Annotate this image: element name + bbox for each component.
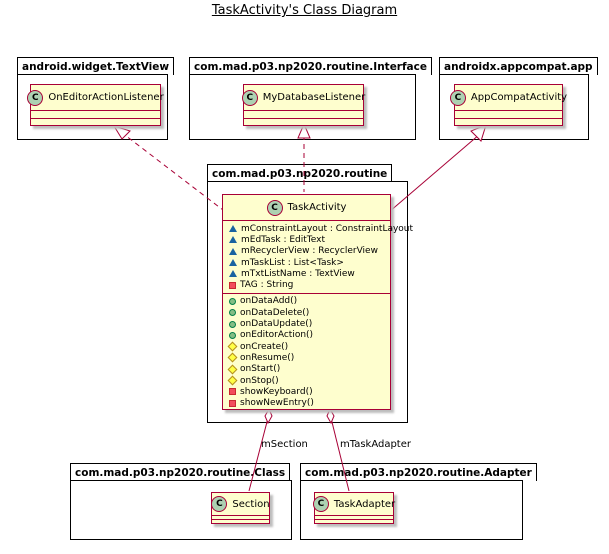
method-row: onDataAdd() bbox=[229, 296, 384, 307]
protected-visibility-icon bbox=[227, 364, 238, 375]
class-name: TaskAdapter bbox=[333, 498, 396, 510]
diagram-title: TaskActivity's Class Diagram bbox=[211, 3, 398, 18]
association-adapter-diamond bbox=[326, 407, 335, 425]
private-visibility-icon bbox=[229, 281, 236, 289]
private-visibility-icon bbox=[229, 399, 236, 407]
class-task-activity: C TaskActivity mConstraintLayout : Const… bbox=[222, 194, 413, 411]
generalization-appCompat bbox=[388, 133, 481, 213]
association-label-adapter: mTaskAdapter bbox=[340, 439, 411, 450]
methods-list: onDataAdd()onDataDelete()onDataUpdate()o… bbox=[223, 294, 390, 411]
public-visibility-icon bbox=[229, 331, 236, 339]
class-name: MyDatabaseListener bbox=[262, 92, 366, 103]
realization-onEditor bbox=[120, 131, 241, 224]
method-row: onDataDelete() bbox=[229, 307, 384, 318]
package-visibility-icon bbox=[229, 270, 237, 278]
association-section-diamond bbox=[264, 407, 273, 425]
class-c-icon: C bbox=[211, 496, 228, 512]
field-row: mRecyclerView : RecyclerView bbox=[229, 246, 384, 257]
package-visibility-icon bbox=[229, 247, 237, 255]
method-row-text: onStop() bbox=[240, 375, 279, 386]
public-visibility-icon bbox=[229, 320, 236, 328]
protected-visibility-icon bbox=[227, 352, 238, 363]
method-row-text: onEditorAction() bbox=[240, 330, 314, 341]
method-row-text: onStart() bbox=[240, 364, 281, 375]
public-visibility-icon bbox=[229, 309, 236, 317]
package-tab-widget: android.widget.TextView bbox=[17, 57, 175, 75]
method-row: showKeyboard() bbox=[229, 386, 384, 397]
association-adapter bbox=[330, 417, 350, 492]
package-visibility-icon bbox=[229, 259, 237, 267]
class-name: OnEditorActionListener bbox=[48, 92, 164, 103]
package-visibility-icon bbox=[229, 236, 237, 244]
method-row: onStart() bbox=[227, 364, 384, 375]
method-row: onCreate() bbox=[227, 341, 384, 352]
field-row-text: mRecyclerView : RecyclerView bbox=[241, 246, 378, 257]
field-row-text: mConstraintLayout : ConstraintLayout bbox=[241, 223, 414, 234]
method-row-text: onCreate() bbox=[240, 341, 289, 352]
field-row: mTxtListName : TextView bbox=[229, 268, 384, 279]
protected-visibility-icon bbox=[227, 341, 238, 352]
field-row-text: mEdTask : EditText bbox=[241, 234, 325, 245]
package-tab-routine: com.mad.p03.np2020.routine bbox=[207, 164, 393, 182]
method-row: onEditorAction() bbox=[229, 330, 384, 341]
class-app-compat-activity: C AppCompatActivity bbox=[449, 84, 567, 126]
package-tab-appcompat: androidx.appcompat.app bbox=[439, 57, 598, 75]
method-row-text: onResume() bbox=[240, 352, 295, 363]
class-task-adapter: C TaskAdapter bbox=[312, 492, 396, 524]
field-row: TAG : String bbox=[229, 279, 384, 290]
class-c-icon: C bbox=[27, 89, 44, 106]
class-c-icon: C bbox=[312, 496, 329, 512]
package-visibility-icon bbox=[229, 225, 237, 233]
realization-onEditor-arrowhead bbox=[112, 125, 131, 140]
association-section bbox=[248, 417, 269, 492]
field-row-text: mTaskList : List<Task> bbox=[241, 257, 344, 268]
class-name: Section bbox=[232, 498, 270, 510]
private-visibility-icon bbox=[229, 388, 236, 396]
class-name: TaskActivity bbox=[287, 202, 347, 213]
method-row-text: showKeyboard() bbox=[240, 386, 313, 397]
package-tab-interface: com.mad.p03.np2020.routine.Interface bbox=[189, 57, 432, 75]
class-on-editor-action-listener: C OnEditorActionListener bbox=[27, 84, 164, 126]
method-row-text: onDataAdd() bbox=[240, 296, 298, 307]
class-c-icon: C bbox=[266, 199, 283, 216]
method-row-text: onDataUpdate() bbox=[240, 319, 313, 330]
method-row-text: showNewEntry() bbox=[240, 398, 314, 409]
method-row-text: onDataDelete() bbox=[240, 307, 310, 318]
field-row-text: TAG : String bbox=[240, 280, 294, 291]
field-row: mConstraintLayout : ConstraintLayout bbox=[229, 223, 413, 234]
package-tab-class: com.mad.p03.np2020.routine.Class bbox=[70, 463, 291, 481]
method-row: showNewEntry() bbox=[229, 397, 384, 408]
method-row: onDataUpdate() bbox=[229, 318, 384, 329]
method-row: onResume() bbox=[227, 352, 384, 363]
class-section: C Section bbox=[211, 492, 270, 524]
class-c-icon: C bbox=[449, 89, 466, 106]
protected-visibility-icon bbox=[227, 375, 238, 386]
package-tab-adapter: com.mad.p03.np2020.routine.Adapter bbox=[300, 463, 537, 481]
association-label-section: mSection bbox=[261, 439, 308, 450]
class-name: AppCompatActivity bbox=[470, 92, 568, 103]
generalization-appCompat-arrowhead bbox=[470, 124, 487, 142]
field-row: mEdTask : EditText bbox=[229, 234, 384, 245]
field-row-text: mTxtListName : TextView bbox=[241, 268, 355, 279]
field-row: mTaskList : List<Task> bbox=[229, 257, 384, 268]
public-visibility-icon bbox=[229, 297, 236, 305]
realization-myDb-arrowhead bbox=[297, 122, 311, 139]
class-my-database-listener: C MyDatabaseListener bbox=[241, 84, 366, 126]
class-c-icon: C bbox=[241, 89, 258, 106]
method-row: onStop() bbox=[227, 375, 384, 386]
